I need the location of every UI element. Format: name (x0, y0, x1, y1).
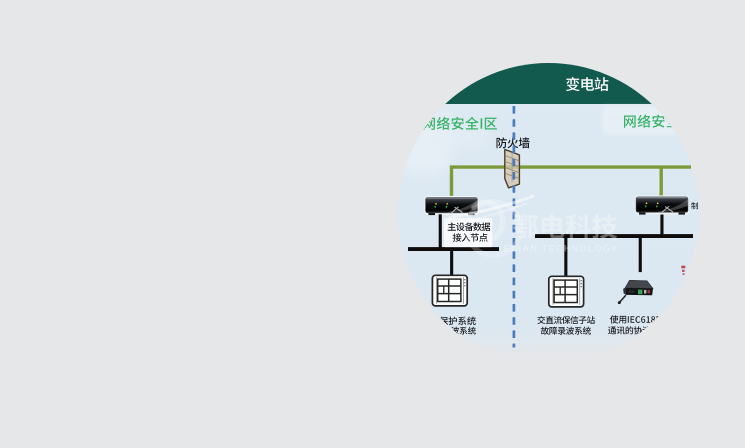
svg-text:EDIAN TECHNOLOGY: EDIAN TECHNOLOGY (504, 243, 619, 253)
